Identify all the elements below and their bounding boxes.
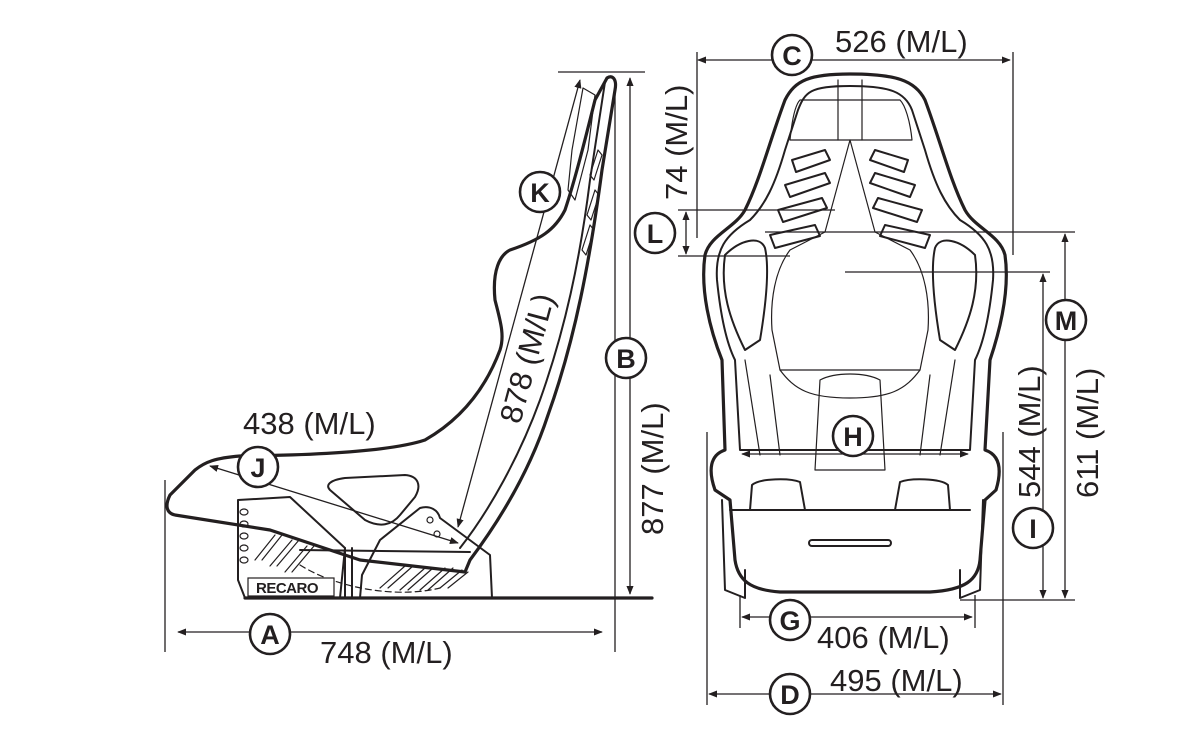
badge-d <box>768 672 812 716</box>
badge-k-letter: K <box>530 178 550 208</box>
badge-i-letter: I <box>1029 514 1037 544</box>
dimension-m-label: 611 (M/L) <box>1070 368 1105 498</box>
front-hip-left <box>744 359 781 456</box>
front-bolster-left <box>722 239 769 351</box>
dimension-k: K 878 (M/L) <box>456 79 582 528</box>
badge-j <box>236 445 280 489</box>
dimension-b-label: 877 (M/L) <box>635 402 670 535</box>
front-belt-slot-right-4 <box>879 224 931 249</box>
dimension-l-label: 74 (M/L) <box>659 85 694 200</box>
badge-a-letter: A <box>260 620 280 650</box>
badge-d-letter: D <box>780 680 800 710</box>
dimension-b: B 877 (M/L) <box>558 71 670 595</box>
dimension-g-label: 406 (M/L) <box>817 620 950 655</box>
badge-k <box>518 170 562 214</box>
badge-h <box>831 414 875 458</box>
dimension-l: L 74 (M/L) <box>633 85 835 257</box>
side-rail-dashed <box>299 564 441 593</box>
side-belt-slot-2 <box>586 189 600 221</box>
badge-i <box>1011 506 1055 550</box>
side-post <box>344 547 353 599</box>
front-foot-right <box>959 499 984 599</box>
badge-b-letter: B <box>616 344 636 374</box>
badge-h-letter: H <box>843 422 863 452</box>
front-foot-left <box>721 499 746 599</box>
front-cushion-left <box>749 478 806 511</box>
front-handle-slot <box>808 539 892 547</box>
badge-c <box>770 33 814 77</box>
side-view-seat: RECARO <box>165 75 654 600</box>
dimension-m: M 611 (M/L) <box>765 231 1105 601</box>
side-belt-slot-3 <box>581 224 595 256</box>
dimension-a-label: 748 (M/L) <box>320 635 453 670</box>
front-hip-panel <box>779 369 921 399</box>
front-headrest-center <box>837 79 863 141</box>
front-belt-slot-right-1 <box>869 149 909 173</box>
side-seat-rail <box>299 549 471 553</box>
dimension-d: D 495 (M/L) <box>706 432 1004 716</box>
badge-c-letter: C <box>782 41 802 71</box>
front-belt-slot-right-3 <box>872 197 923 223</box>
front-belt-slot-left-4 <box>769 224 821 249</box>
dimension-g: G 406 (M/L) <box>739 595 976 655</box>
recaro-logo-box <box>247 577 335 597</box>
dimension-a: A 748 (M/L) <box>164 92 616 670</box>
recaro-logo: RECARO <box>256 580 319 597</box>
dimension-h: H <box>741 414 969 458</box>
dimension-i: I 544 (M/L) <box>845 271 1055 599</box>
badge-l <box>633 211 677 255</box>
front-belt-slot-left-3 <box>777 197 828 223</box>
badge-m-letter: M <box>1055 306 1078 336</box>
dimension-c: C 526 (M/L) <box>696 24 1014 255</box>
dimension-c-label: 526 (M/L) <box>835 24 968 59</box>
front-bolster-right <box>931 239 978 351</box>
front-belt-slot-left-1 <box>791 149 831 173</box>
front-belt-slot-right-2 <box>869 172 916 198</box>
dimension-d-label: 495 (M/L) <box>830 663 963 698</box>
side-belt-slot-1 <box>589 149 603 181</box>
front-view-seat <box>702 72 1008 599</box>
badge-g-letter: G <box>779 606 800 636</box>
front-cushion-right <box>894 478 951 511</box>
badge-a <box>248 612 292 656</box>
front-headrest-panel <box>789 99 913 141</box>
dimension-j: J 438 (M/L) <box>209 406 459 545</box>
badge-g <box>768 598 812 642</box>
badge-j-letter: J <box>250 453 265 483</box>
front-back-panel <box>771 139 929 371</box>
badge-l-letter: L <box>647 219 664 249</box>
badge-b <box>604 336 648 380</box>
front-shell-outline <box>702 72 1008 594</box>
dimension-j-label: 438 (M/L) <box>243 406 376 441</box>
front-belt-slot-left-2 <box>784 172 831 198</box>
dimension-i-label: 544 (M/L) <box>1012 365 1047 498</box>
front-hip-right <box>919 359 956 456</box>
